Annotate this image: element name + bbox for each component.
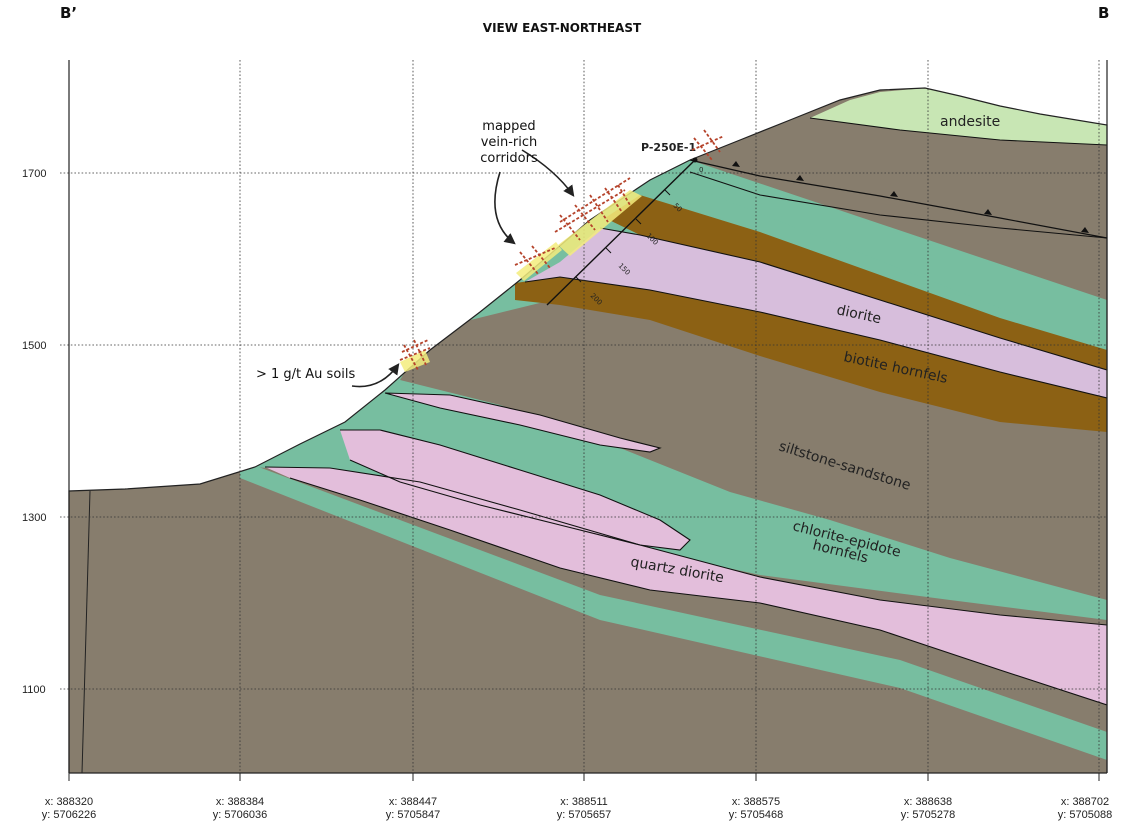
diorite-unit xyxy=(525,228,1107,398)
bottom-ticks xyxy=(68,773,1100,781)
elevation-label: 1300 xyxy=(22,512,46,524)
geology-units xyxy=(69,88,1107,773)
thrust-fault xyxy=(689,159,1108,239)
corridors-annotation-line2: vein-rich xyxy=(481,135,538,150)
coordinate-labels: x: 388320 y: 5706226 x: 388384 y: 570603… xyxy=(42,796,1112,821)
view-direction-title: VIEW EAST-NORTHEAST xyxy=(483,21,642,35)
quartz-diorite-finger-upper xyxy=(385,393,660,452)
andesite-unit xyxy=(810,88,1107,145)
coord-x: x: 388320 xyxy=(45,796,93,808)
section-start-label: B’ xyxy=(60,4,77,22)
coord-y: y: 5706036 xyxy=(213,809,267,821)
quartz-diorite-finger-middle xyxy=(340,430,690,550)
coord-y: y: 5705847 xyxy=(386,809,440,821)
soils-arrow xyxy=(351,363,400,388)
coord-x: x: 388702 xyxy=(1061,796,1109,808)
coord-y: y: 5705468 xyxy=(729,809,783,821)
biotite-hornfels-upper xyxy=(605,195,1107,370)
corridors-arrow-upper xyxy=(521,149,575,197)
corridors-annotation-line1: mapped xyxy=(482,119,535,134)
coord-y: y: 5705657 xyxy=(557,809,611,821)
vein-symbols xyxy=(399,129,725,371)
drillhole-depth-0: 0 xyxy=(699,166,703,174)
elevation-label: 1500 xyxy=(22,340,46,352)
elevation-label: 1100 xyxy=(22,684,46,696)
drillhole-label: P-250E-1 xyxy=(641,141,696,154)
quartz-diorite-unit xyxy=(265,467,1107,705)
coord-y: y: 5705278 xyxy=(901,809,955,821)
coord-y: y: 5705088 xyxy=(1058,809,1112,821)
biotite-hornfels-lower xyxy=(515,277,1107,432)
coord-x: x: 388447 xyxy=(389,796,437,808)
coord-x: x: 388511 xyxy=(560,796,608,808)
coord-x: x: 388575 xyxy=(732,796,780,808)
section-end-label: B xyxy=(1098,4,1109,22)
elevation-label: 1700 xyxy=(22,168,46,180)
andesite-label: andesite xyxy=(940,114,1000,130)
coord-x: x: 388638 xyxy=(904,796,952,808)
fault-line xyxy=(81,490,91,774)
soils-annotation: > 1 g/t Au soils xyxy=(256,367,356,382)
drillhole-depth-50: 50 xyxy=(672,202,684,214)
coord-y: y: 5706226 xyxy=(42,809,96,821)
corridors-arrow-lower xyxy=(494,171,516,245)
corridors-annotation-line3: corridors xyxy=(480,151,538,166)
chlorite-epidote-hornfels-lower xyxy=(240,460,1107,760)
grid xyxy=(60,60,1107,773)
coord-x: x: 388384 xyxy=(216,796,264,808)
